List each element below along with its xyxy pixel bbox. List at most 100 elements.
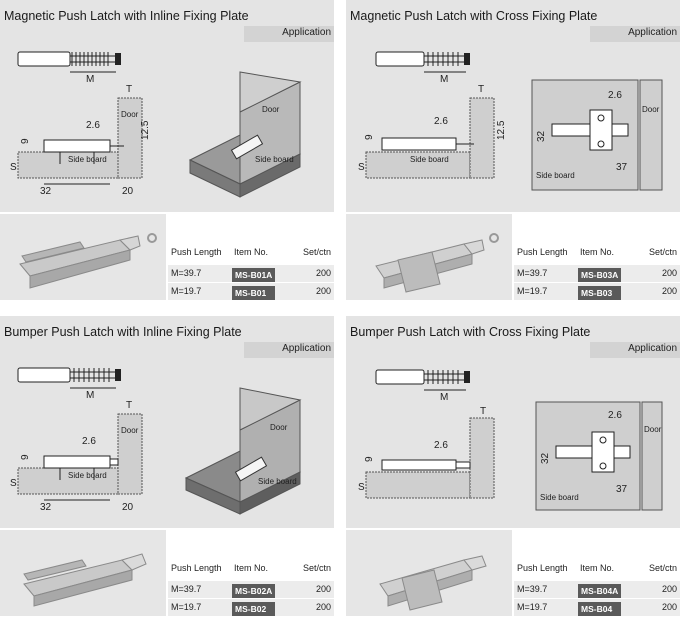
panel-header: Bumper Push Latch with Cross Fixing Plat… bbox=[346, 316, 680, 358]
label-t: T bbox=[126, 400, 132, 411]
cell-set-ctn: 200 bbox=[661, 268, 677, 278]
table-header: Push Length Item No. Set/ctn bbox=[514, 560, 680, 577]
cell-push-length: M=19.7 bbox=[171, 602, 202, 612]
table-header: Push Length Item No. Set/ctn bbox=[514, 244, 680, 261]
isometric-view: Door Side board bbox=[184, 387, 302, 515]
front-view: 2.6 32 37 Door Side board bbox=[531, 79, 663, 191]
product-section: Push Length Item No. Set/ctn M=39.7 MS-B… bbox=[346, 214, 680, 300]
panel-title: Magnetic Push Latch with Cross Fixing Pl… bbox=[350, 9, 598, 23]
label-9: 9 bbox=[20, 138, 31, 144]
table-row: M=39.7 MS-B01A 200 bbox=[168, 265, 334, 282]
spec-table: Push Length Item No. Set/ctn M=39.7 MS-B… bbox=[168, 214, 334, 300]
cell-item-no: MS-B02 bbox=[232, 602, 275, 616]
label-2-6-front: 2.6 bbox=[608, 90, 622, 101]
application-tab: Application bbox=[590, 26, 680, 42]
header-push-length: Push Length bbox=[171, 563, 222, 573]
product-panel-bumper-cross: Bumper Push Latch with Cross Fixing Plat… bbox=[346, 316, 680, 616]
cell-set-ctn: 200 bbox=[661, 286, 677, 296]
cell-set-ctn: 200 bbox=[315, 602, 331, 612]
label-s: S bbox=[358, 482, 365, 493]
application-label: Application bbox=[282, 27, 331, 38]
product-panel-magnetic-inline: Magnetic Push Latch with Inline Fixing P… bbox=[0, 0, 334, 300]
cell-push-length: M=19.7 bbox=[517, 602, 548, 612]
panel-header: Magnetic Push Latch with Inline Fixing P… bbox=[0, 0, 334, 42]
latch-side-view: M bbox=[375, 51, 470, 85]
panel-title: Magnetic Push Latch with Inline Fixing P… bbox=[4, 9, 249, 23]
technical-drawing: M T 2.6 9 S 2.6 32 37 bbox=[346, 358, 680, 528]
label-door: Door bbox=[644, 425, 662, 434]
label-20: 20 bbox=[122, 502, 134, 513]
label-t: T bbox=[478, 84, 484, 95]
label-door: Door bbox=[642, 105, 660, 114]
application-tab: Application bbox=[244, 26, 334, 42]
label-2-6: 2.6 bbox=[86, 120, 100, 131]
product-photo bbox=[346, 530, 512, 616]
label-9: 9 bbox=[20, 454, 31, 460]
technical-drawing: M T Door 2.6 12.5 9 S Side board 32 20 bbox=[0, 42, 334, 212]
application-label: Application bbox=[282, 343, 331, 354]
application-label: Application bbox=[628, 343, 677, 354]
table-row: M=39.7 MS-B02A 200 bbox=[168, 581, 334, 598]
cell-push-length: M=19.7 bbox=[517, 286, 548, 296]
spec-table: Push Length Item No. Set/ctn M=39.7 MS-B… bbox=[168, 530, 334, 616]
product-panel-bumper-inline: Bumper Push Latch with Inline Fixing Pla… bbox=[0, 316, 334, 616]
cell-push-length: M=39.7 bbox=[517, 584, 548, 594]
application-tab: Application bbox=[244, 342, 334, 358]
header-set-ctn: Set/ctn bbox=[648, 247, 677, 257]
cell-item-no: MS-B03 bbox=[578, 286, 621, 300]
label-32: 32 bbox=[40, 502, 52, 513]
cell-set-ctn: 200 bbox=[315, 584, 331, 594]
section-view: T 2.6 9 S bbox=[358, 406, 495, 499]
header-item-no: Item No. bbox=[580, 247, 615, 257]
cell-item-no: MS-B03A bbox=[578, 268, 621, 282]
label-m: M bbox=[86, 74, 94, 85]
label-37: 37 bbox=[616, 484, 628, 495]
label-12-5: 12.5 bbox=[496, 120, 507, 140]
label-32: 32 bbox=[536, 130, 547, 142]
cell-push-length: M=19.7 bbox=[171, 286, 202, 296]
label-side-board: Side board bbox=[68, 471, 107, 480]
table-row: M=19.7 MS-B03 200 bbox=[514, 283, 680, 300]
product-photo bbox=[0, 530, 166, 616]
panel-header: Bumper Push Latch with Inline Fixing Pla… bbox=[0, 316, 334, 358]
table-header: Push Length Item No. Set/ctn bbox=[168, 244, 334, 261]
cell-item-no: MS-B02A bbox=[232, 584, 275, 598]
product-section: Push Length Item No. Set/ctn M=39.7 MS-B… bbox=[0, 530, 334, 616]
label-door: Door bbox=[121, 426, 139, 435]
cell-set-ctn: 200 bbox=[315, 268, 331, 278]
table-header: Push Length Item No. Set/ctn bbox=[168, 560, 334, 577]
cell-push-length: M=39.7 bbox=[171, 584, 202, 594]
table-row: M=19.7 MS-B01 200 bbox=[168, 283, 334, 300]
front-view: 2.6 32 37 Door Side board bbox=[535, 401, 663, 511]
product-section: Push Length Item No. Set/ctn M=39.7 MS-B… bbox=[346, 530, 680, 616]
product-photo bbox=[0, 214, 166, 300]
label-t: T bbox=[126, 84, 132, 95]
header-push-length: Push Length bbox=[517, 247, 568, 257]
header-set-ctn: Set/ctn bbox=[302, 247, 331, 257]
cell-push-length: M=39.7 bbox=[171, 268, 202, 278]
product-panel-magnetic-cross: Magnetic Push Latch with Cross Fixing Pl… bbox=[346, 0, 680, 300]
cell-item-no: MS-B01A bbox=[232, 268, 275, 282]
panel-title: Bumper Push Latch with Inline Fixing Pla… bbox=[4, 325, 242, 339]
technical-drawing: M T Door 2.6 9 S Side board 32 20 bbox=[0, 358, 334, 528]
label-2-6: 2.6 bbox=[82, 436, 96, 447]
label-s: S bbox=[358, 162, 365, 173]
product-section: Push Length Item No. Set/ctn M=39.7 MS-B… bbox=[0, 214, 334, 300]
cell-push-length: M=39.7 bbox=[517, 268, 548, 278]
cell-item-no: MS-B01 bbox=[232, 286, 275, 300]
label-32: 32 bbox=[540, 452, 551, 464]
cell-item-no: MS-B04A bbox=[578, 584, 621, 598]
panel-header: Magnetic Push Latch with Cross Fixing Pl… bbox=[346, 0, 680, 42]
header-set-ctn: Set/ctn bbox=[302, 563, 331, 573]
technical-drawing: M T 2.6 12.5 9 S Side board bbox=[346, 42, 680, 212]
cell-set-ctn: 200 bbox=[661, 584, 677, 594]
product-photo bbox=[346, 214, 512, 300]
label-9: 9 bbox=[364, 456, 375, 462]
header-item-no: Item No. bbox=[580, 563, 615, 573]
table-row: M=19.7 MS-B04 200 bbox=[514, 599, 680, 616]
label-side-board-front: Side board bbox=[536, 171, 575, 180]
table-row: M=39.7 MS-B04A 200 bbox=[514, 581, 680, 598]
application-tab: Application bbox=[590, 342, 680, 358]
label-side-board-front: Side board bbox=[540, 493, 579, 502]
application-label: Application bbox=[628, 27, 677, 38]
